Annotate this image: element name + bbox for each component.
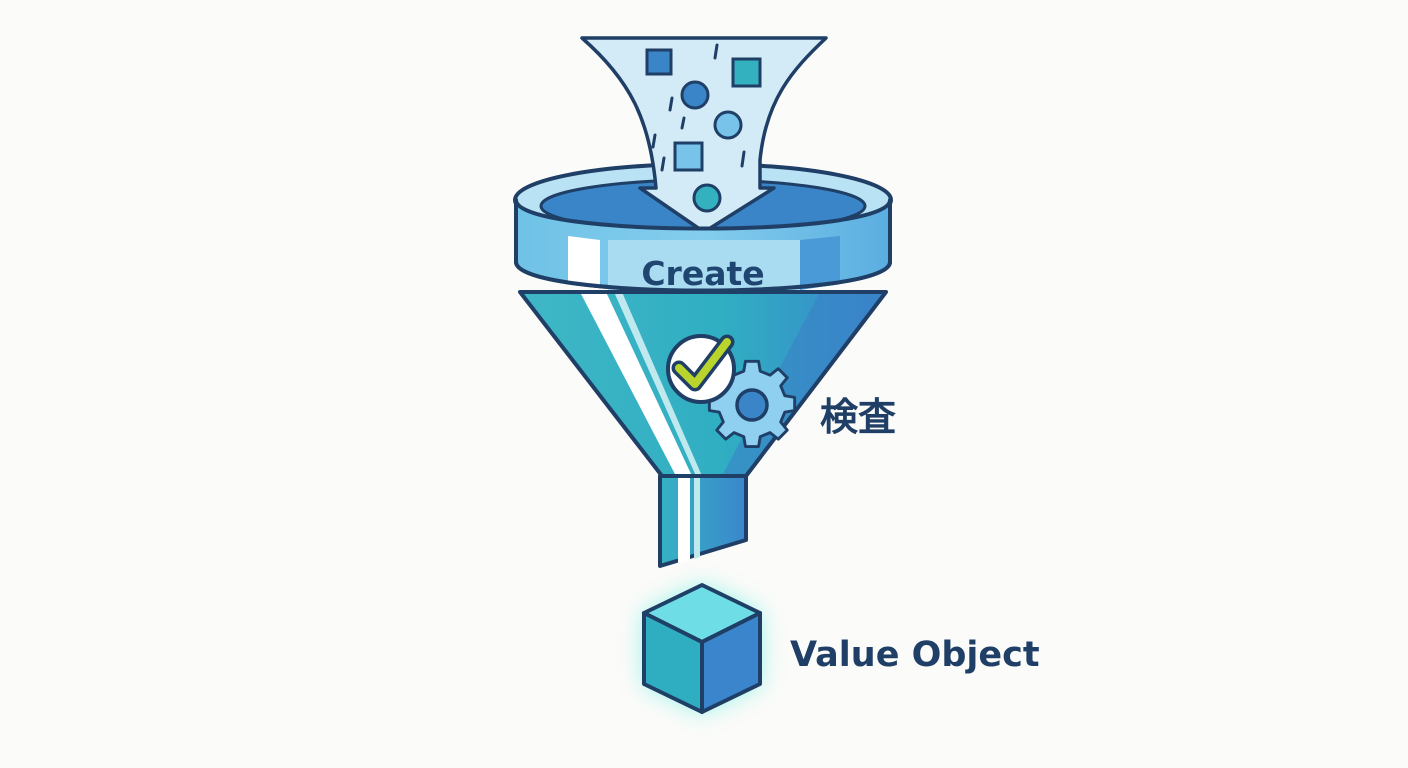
square-particle-icon [731,57,762,88]
input-stream [580,36,828,234]
output-label: Value Object [790,635,1040,675]
circle-particle-icon [680,80,710,110]
square-particle-icon [673,141,704,172]
cube-icon [642,583,762,714]
funnel-band: Create [514,198,892,293]
funnel-band-label: Create [641,254,764,293]
square-particle-icon [645,48,673,76]
inspection-label: 検査 [820,395,896,439]
circle-particle-icon [692,183,722,213]
motion-dashes [651,43,746,172]
check-circle-icon [666,334,736,404]
funnel-spout [658,474,748,568]
circle-particle-icon [713,110,743,140]
